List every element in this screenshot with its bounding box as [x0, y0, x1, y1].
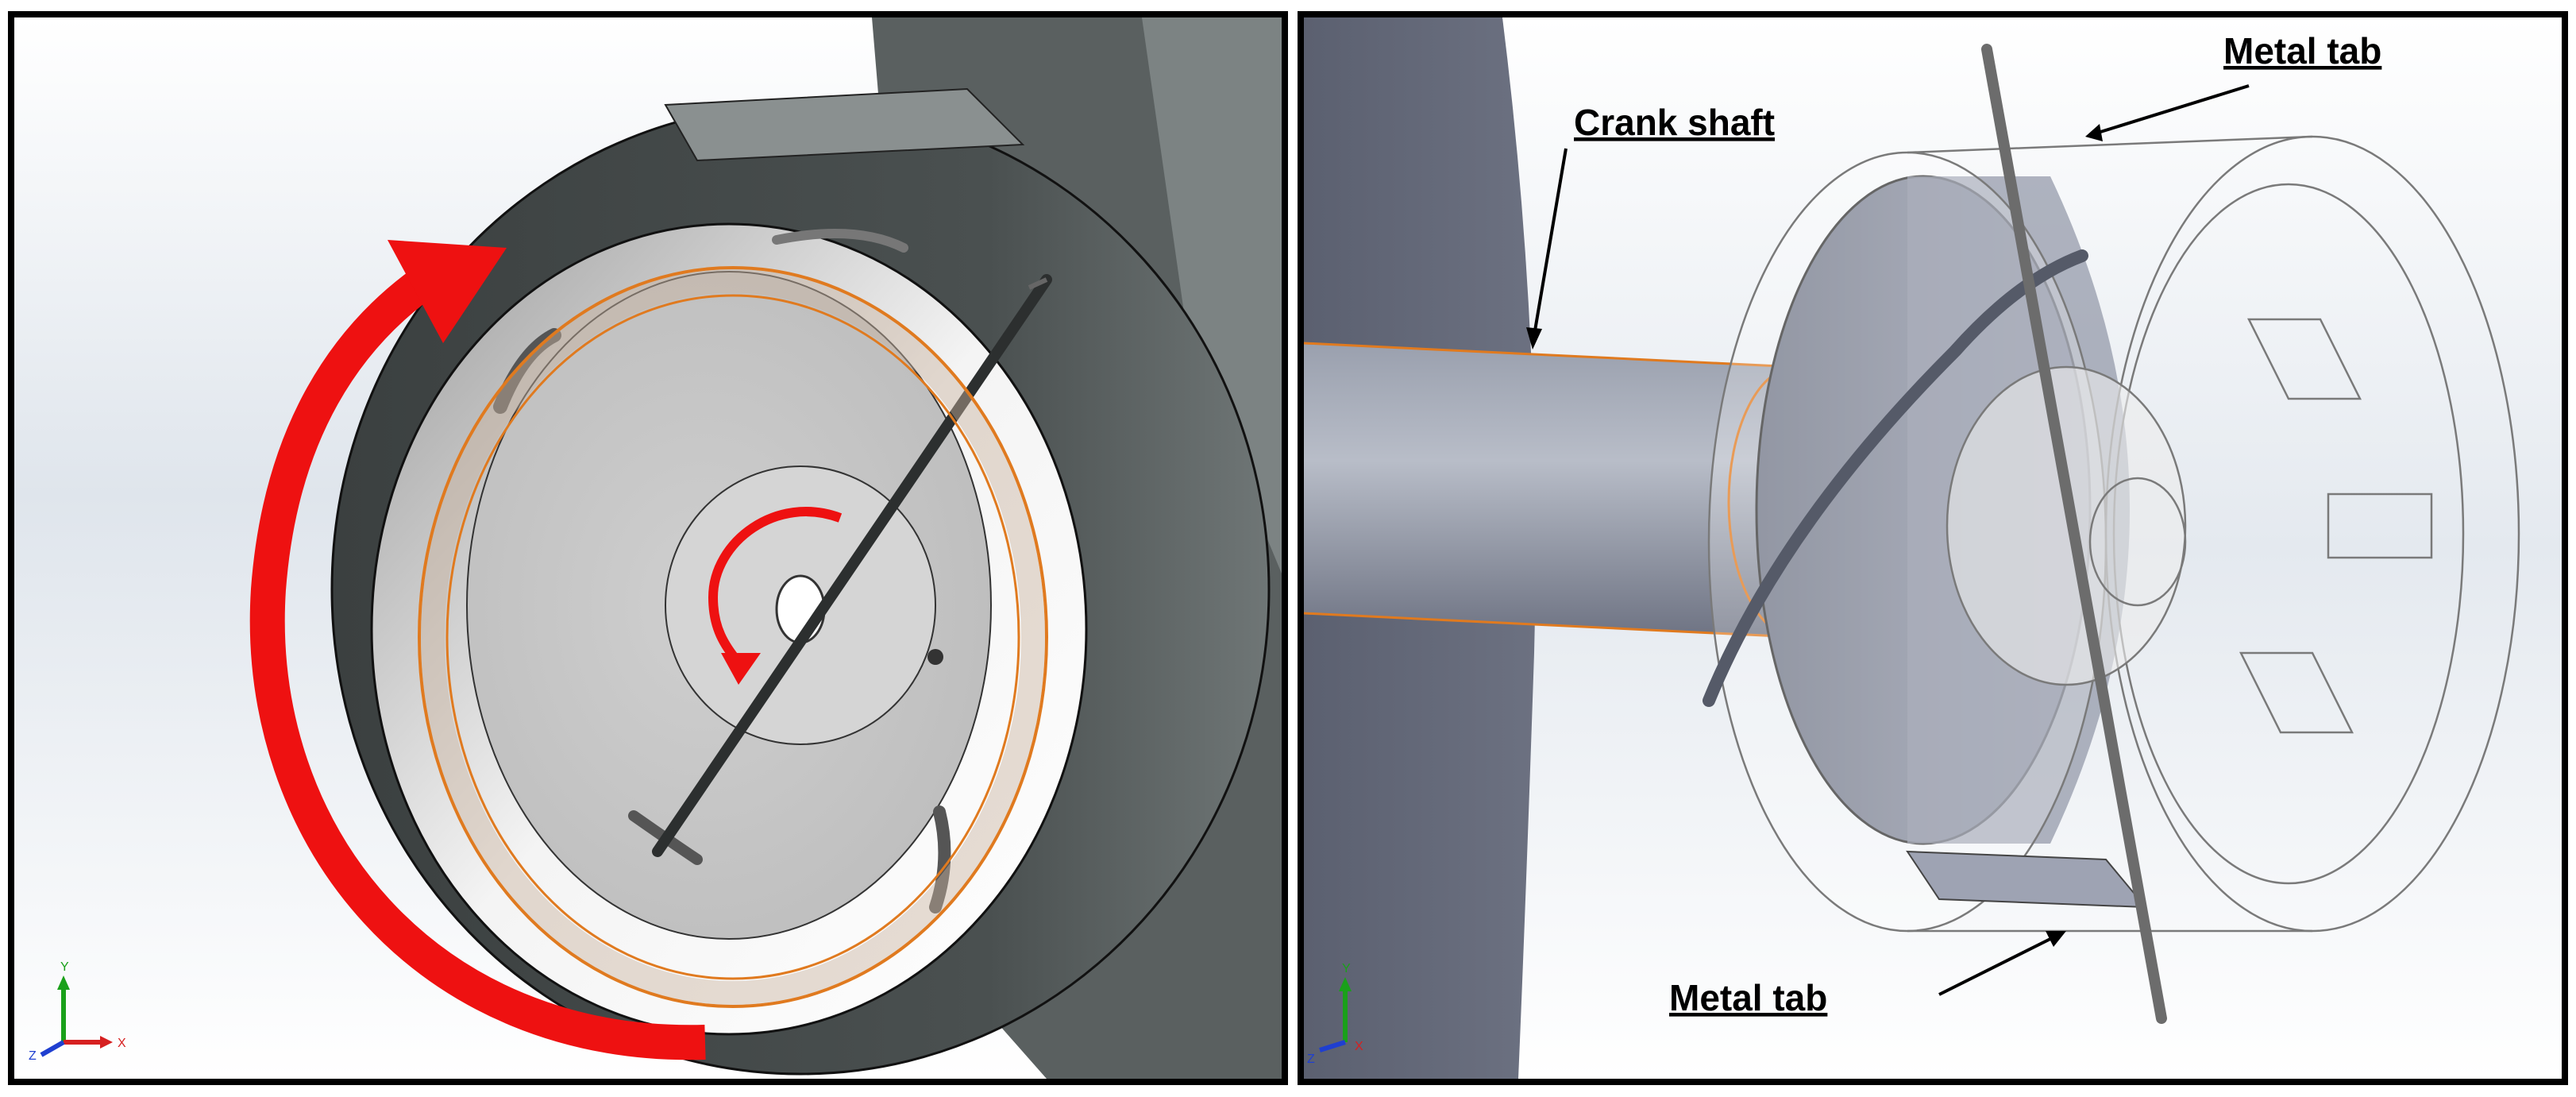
label-crank-shaft: Crank shaft [1574, 102, 1775, 143]
right-view-panel: Crank shaft Metal tab Metal tab Y X Z [1298, 11, 2568, 1085]
wall-slot-top [772, 229, 908, 253]
metal-rod [1981, 44, 2167, 1024]
rotation-arrow-outer [249, 265, 706, 1060]
orange-rim-outer [418, 266, 1048, 1008]
hub-pin-stub [927, 649, 943, 665]
callout-metal-tab-bottom: Metal tab [1669, 931, 2066, 1018]
triad-x-label: X [118, 1037, 126, 1050]
transparent-housing [1707, 135, 2520, 933]
orange-rim-inner [445, 294, 1020, 980]
pin-end-top [1028, 277, 1048, 290]
housing-top-flange [664, 87, 1025, 162]
rotation-arrow-inner-head [721, 653, 761, 685]
triad-z-label: Z [29, 1049, 37, 1063]
wall-slot-right [929, 805, 951, 914]
rotation-arrow-outer-head [388, 240, 507, 343]
triad-x-label: X [1355, 1040, 1363, 1053]
rotation-arrow-inner [708, 507, 843, 664]
triad-z-label: Z [1307, 1053, 1315, 1066]
axis-triad: Y X Z [29, 960, 126, 1063]
callout-crank-shaft: Crank shaft [1526, 102, 1775, 350]
label-metal-tab-bottom: Metal tab [1669, 977, 1827, 1018]
callout-metal-tab-top: Metal tab [2085, 30, 2381, 141]
crank-shaft [1304, 343, 1796, 637]
triad-y-label: Y [60, 960, 69, 974]
label-metal-tab-top: Metal tab [2223, 30, 2381, 71]
left-cad-view: Y X Z [14, 17, 1282, 1079]
triad-y-label: Y [1342, 962, 1351, 975]
rear-body-highlight [1142, 17, 1282, 574]
rim-band [421, 269, 1045, 1005]
right-cad-view: Crank shaft Metal tab Metal tab Y X Z [1304, 17, 2562, 1079]
left-view-panel: Y X Z [8, 11, 1288, 1085]
metal-pin [652, 274, 1052, 857]
axis-triad: Y X Z [1307, 962, 1363, 1066]
